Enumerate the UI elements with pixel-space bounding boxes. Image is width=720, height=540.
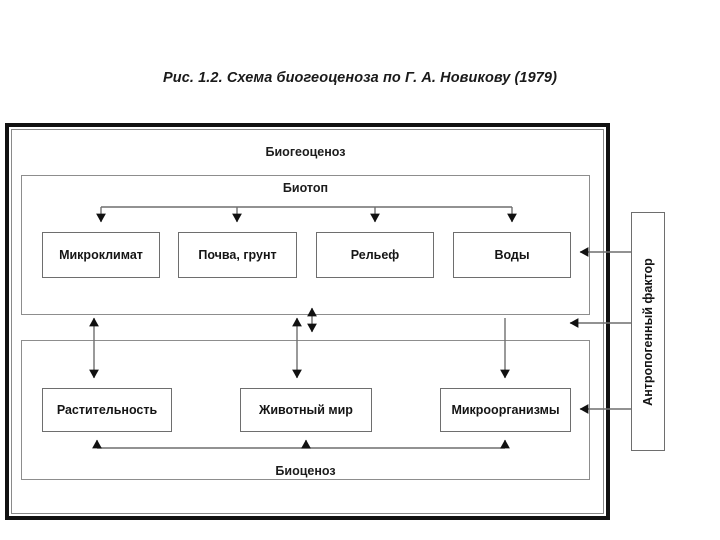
- anthropogenic-factor-label: Антропогенный фактор: [641, 257, 655, 406]
- node-microorganisms[interactable]: Микроорганизмы: [440, 388, 571, 432]
- biotope-label: Биотоп: [282, 181, 329, 195]
- node-microclimate[interactable]: Микроклимат: [42, 232, 160, 278]
- node-soil[interactable]: Почва, грунт: [178, 232, 297, 278]
- biogeocenosis-label: Биогеоценоз: [265, 145, 346, 159]
- node-vegetation[interactable]: Растительность: [42, 388, 172, 432]
- node-relief[interactable]: Рельеф: [316, 232, 434, 278]
- node-animals[interactable]: Животный мир: [240, 388, 372, 432]
- node-anthropogenic-factor[interactable]: Антропогенный фактор: [631, 212, 665, 451]
- figure-caption: Рис. 1.2. Схема биогеоценоза по Г. А. Но…: [162, 70, 558, 86]
- biocenosis-label: Биоценоз: [275, 464, 336, 478]
- node-waters[interactable]: Воды: [453, 232, 571, 278]
